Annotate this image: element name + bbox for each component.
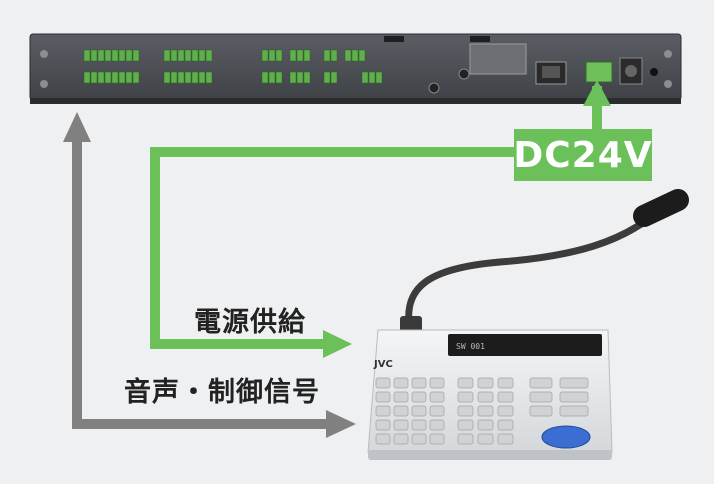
console-key[interactable] [559,377,589,389]
console-key[interactable] [559,405,589,417]
console-key[interactable] [457,419,474,431]
talk-button[interactable] [541,425,591,449]
power-supply-label: 電源供給 [194,307,306,338]
console-display-text: SW 001 [456,342,485,351]
console-key[interactable] [429,377,445,389]
console-key[interactable] [375,433,391,445]
console-key[interactable] [429,391,445,403]
console-key[interactable] [497,405,514,417]
console-key[interactable] [429,433,445,445]
console-key[interactable] [375,391,391,403]
main-unit-rear-panel [29,33,682,104]
console-key[interactable] [375,419,391,431]
gooseneck-microphone [400,189,689,336]
console-key[interactable] [457,405,474,417]
power-terminal [585,61,613,83]
console-key[interactable] [477,391,494,403]
screw-icon [40,80,48,88]
arrow-right-icon [323,330,352,358]
console-key[interactable] [375,405,391,417]
paging-console: SW 001 JVC [367,329,613,460]
console-key[interactable] [393,377,409,389]
console-key[interactable] [529,377,553,389]
console-key[interactable] [411,377,427,389]
console-key[interactable] [529,405,553,417]
console-key[interactable] [477,433,494,445]
console-key[interactable] [411,391,427,403]
screw-icon [664,50,672,58]
arrow-right-icon [326,410,356,438]
console-key[interactable] [497,433,514,445]
console-display [448,334,602,356]
console-key[interactable] [411,433,427,445]
console-key[interactable] [477,377,494,389]
terminal-blocks [83,49,383,84]
console-key[interactable] [457,377,474,389]
console-key[interactable] [393,419,409,431]
screw-icon [664,80,672,88]
console-key[interactable] [497,391,514,403]
console-key[interactable] [429,405,445,417]
console-key[interactable] [393,405,409,417]
console-key[interactable] [429,419,445,431]
console-key[interactable] [559,391,589,403]
console-key[interactable] [457,391,474,403]
console-key[interactable] [411,419,427,431]
console-key[interactable] [497,377,514,389]
dc24v-badge: DC24V [513,129,652,181]
console-key[interactable] [393,433,409,445]
arrow-up-icon [583,80,611,106]
console-key[interactable] [497,419,514,431]
console-key[interactable] [457,433,474,445]
signal-label: 音声・制御信号 [124,377,320,408]
brand-logo: JVC [373,359,393,370]
console-keys [375,377,589,445]
console-key[interactable] [477,405,494,417]
screw-icon [40,50,48,58]
console-key[interactable] [411,405,427,417]
console-key[interactable] [529,391,553,403]
console-key[interactable] [477,419,494,431]
arrow-up-icon [63,112,91,142]
signal-line [63,112,356,438]
console-key[interactable] [375,377,391,389]
console-key[interactable] [393,391,409,403]
